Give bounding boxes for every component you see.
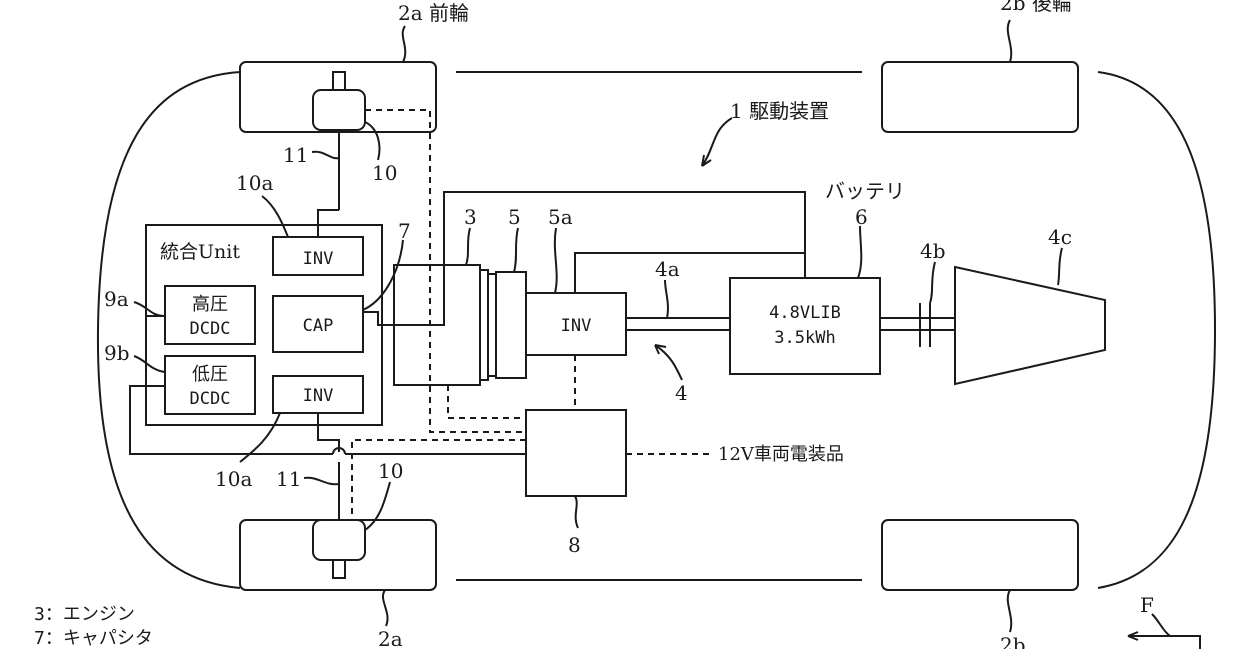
label-rear-wheel-bottom: 2b bbox=[1000, 633, 1026, 649]
label-battery-name: バッテリ bbox=[825, 179, 905, 203]
cap-box bbox=[272, 295, 364, 353]
cap-label: CAP bbox=[303, 316, 334, 336]
vehicle-body-outline bbox=[96, 71, 1217, 589]
battery-line1: 4.8VLIB bbox=[769, 303, 841, 323]
low-dcdc-line2: DCDC bbox=[190, 389, 231, 409]
label-inv-ref-bottom: 10a bbox=[215, 467, 252, 491]
motor-top bbox=[312, 89, 366, 131]
label-dcdc-low-ref: 9b bbox=[104, 341, 130, 365]
inv-main-box bbox=[525, 292, 627, 356]
label-junction-ref: 8 bbox=[568, 533, 581, 557]
label-dcdc-high-ref: 9a bbox=[104, 287, 129, 311]
label-ref5a: 5a bbox=[548, 205, 573, 229]
label-ref4c: 4c bbox=[1048, 225, 1072, 249]
label-electrical-load: 12V車両電装品 bbox=[718, 444, 844, 465]
label-motor-bottom: 10 bbox=[378, 459, 403, 483]
label-motor-top: 10 bbox=[372, 161, 397, 185]
label-shaft-ref: 4a bbox=[655, 257, 680, 281]
inv-bottom-label: INV bbox=[303, 386, 334, 406]
junction-box-8 bbox=[525, 409, 627, 497]
label-inv-ref-top: 10a bbox=[236, 171, 273, 195]
inv-top-label: INV bbox=[303, 249, 334, 269]
label-battery-ref: 6 bbox=[855, 205, 868, 229]
battery-line2: 3.5kWh bbox=[774, 328, 835, 348]
axle-bottom bbox=[332, 559, 346, 579]
label-cap-ref: 7 bbox=[398, 219, 411, 243]
label-transmission-ref: 4 bbox=[675, 381, 688, 405]
label-rear-wheel-top: 2b 後輪 bbox=[1000, 0, 1072, 15]
engine-flange-1 bbox=[479, 269, 489, 381]
high-dcdc-line2: DCDC bbox=[190, 319, 231, 339]
label-ref4b: 4b bbox=[920, 239, 946, 263]
high-dcdc-box bbox=[164, 285, 256, 345]
solid-wiring bbox=[129, 130, 806, 520]
label-cable-top: 11 bbox=[283, 143, 308, 167]
rear-wheel-top bbox=[881, 61, 1079, 133]
engine-flange-2 bbox=[487, 273, 497, 377]
high-dcdc-line1: 高圧 bbox=[192, 294, 228, 315]
label-front-wheel-bottom: 2a bbox=[378, 627, 403, 649]
gearbox-4c bbox=[954, 265, 1106, 386]
leader-lines bbox=[133, 117, 1063, 531]
legend-item-capacitor: 7：キャパシタ bbox=[34, 628, 153, 649]
label-drive-unit: 1 駆動装置 bbox=[730, 99, 829, 123]
motor-box bbox=[495, 271, 527, 379]
integrated-unit-label: 統合Unit bbox=[160, 241, 240, 263]
label-ref5: 5 bbox=[508, 205, 521, 229]
label-front-wheel-top: 2a 前輪 bbox=[398, 1, 469, 25]
rear-wheel-bottom bbox=[881, 519, 1079, 591]
inv-main-label: INV bbox=[561, 316, 592, 336]
label-direction: F bbox=[1140, 593, 1154, 617]
motor-bottom bbox=[312, 519, 366, 561]
battery-box bbox=[729, 277, 881, 375]
low-dcdc-line1: 低圧 bbox=[192, 364, 228, 385]
label-engine-ref: 3 bbox=[464, 205, 477, 229]
dashed-wiring bbox=[351, 109, 712, 520]
legend-item-engine: 3：エンジン bbox=[34, 604, 135, 625]
direction-arrow bbox=[1127, 613, 1201, 649]
label-cable-bottom: 11 bbox=[276, 467, 301, 491]
